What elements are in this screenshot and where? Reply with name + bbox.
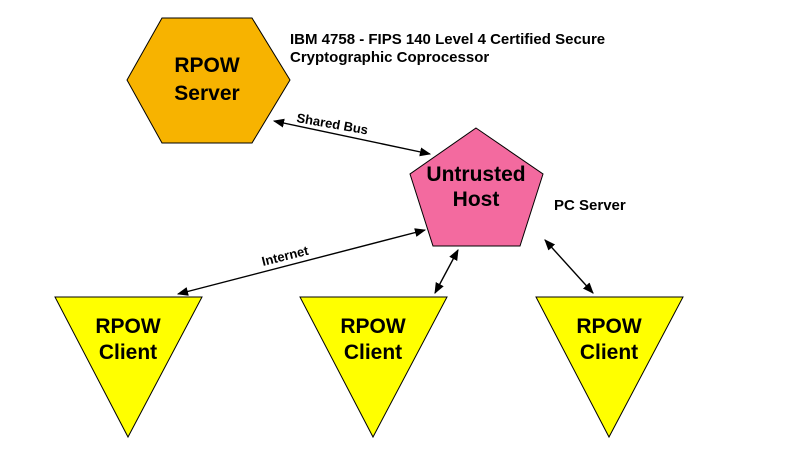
rpow-server-label-line2: Server bbox=[174, 82, 239, 105]
rpow-client-triangle-1 bbox=[54, 296, 203, 439]
rpow-client-2-label-line1: RPOW bbox=[340, 315, 406, 338]
rpow-client-triangle-3 bbox=[535, 296, 684, 439]
internet-label: Internet bbox=[260, 243, 311, 269]
rpow-client-3-label-line1: RPOW bbox=[576, 315, 642, 338]
host-client-3-arrow bbox=[544, 239, 594, 294]
server-hardware-note-line2: Cryptographic Coprocessor bbox=[290, 49, 489, 66]
shared-bus-arrow bbox=[272, 118, 432, 157]
server-hardware-note-line1: IBM 4758 - FIPS 140 Level 4 Certified Se… bbox=[290, 31, 605, 48]
rpow-client-triangle-2 bbox=[299, 296, 448, 439]
internet-arrow bbox=[176, 228, 427, 296]
rpow-server-label-line1: RPOW bbox=[174, 54, 240, 77]
host-note: PC Server bbox=[554, 197, 626, 214]
untrusted-host-label-line1: Untrusted bbox=[426, 163, 525, 186]
rpow-client-1-label-line1: RPOW bbox=[95, 315, 161, 338]
rpow-client-1-label-line2: Client bbox=[99, 341, 157, 364]
host-client-2-arrow bbox=[434, 249, 459, 294]
rpow-client-3-label-line2: Client bbox=[580, 341, 638, 364]
rpow-server-hexagon bbox=[126, 17, 291, 144]
untrusted-host-label-line2: Host bbox=[453, 188, 500, 211]
rpow-client-2-label-line2: Client bbox=[344, 341, 402, 364]
untrusted-host-pentagon bbox=[409, 127, 544, 247]
